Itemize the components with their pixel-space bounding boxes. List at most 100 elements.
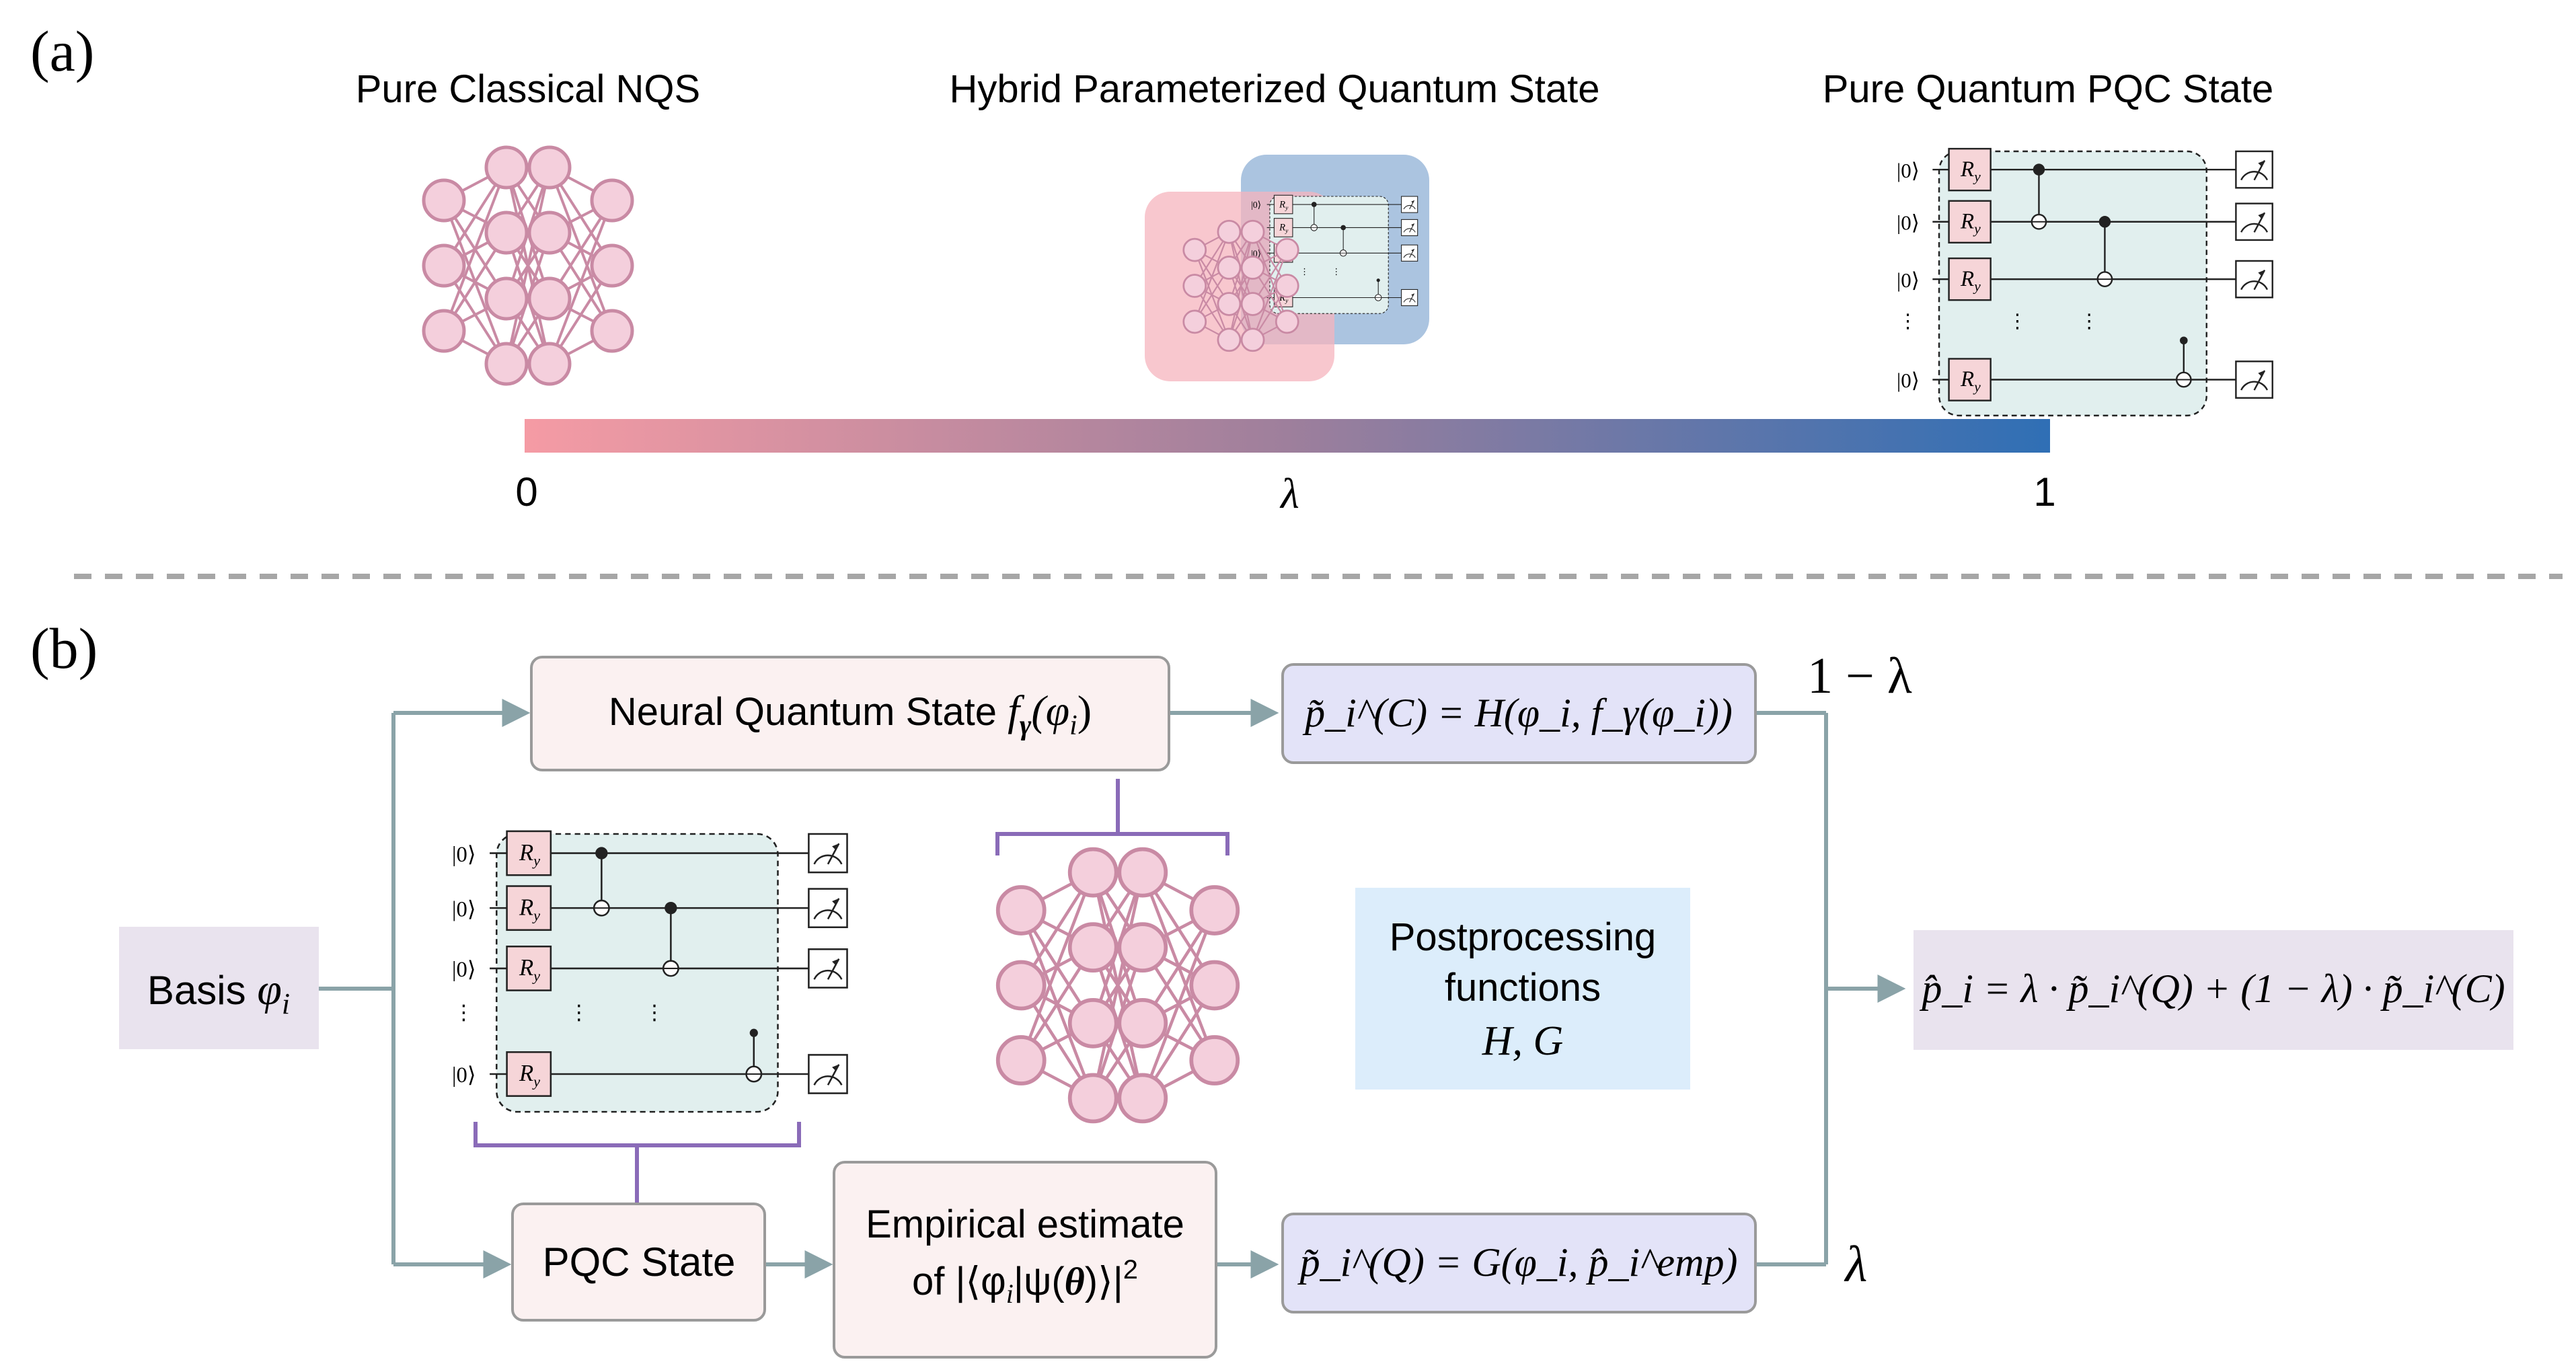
nn-node: [1217, 256, 1242, 280]
nn-node: [1189, 1035, 1240, 1085]
nn-edge: [1091, 872, 1145, 1099]
nn-edge: [1141, 909, 1216, 1099]
vdots: ⋮: [453, 1001, 474, 1024]
nn-node: [995, 960, 1047, 1011]
control-dot: [2179, 336, 2188, 345]
ket-zero-label: |0⟩: [1897, 369, 1920, 392]
svg-text:Basis φi: Basis φi: [147, 965, 290, 1020]
ry-gate: [506, 885, 552, 931]
nn-node: [1217, 328, 1242, 352]
scale-lambda-label: λ: [1279, 469, 1299, 517]
measure-icon: [2235, 260, 2273, 299]
classical-probability-node: p̃_i^(C) = H(φ_i, f_γ(φ_i)): [1281, 663, 1757, 764]
pqc-bracket: [473, 1122, 801, 1204]
nqs-label: Neural Quantum State: [609, 690, 1008, 734]
nn-node: [1240, 292, 1265, 316]
vdots: ⋮: [1300, 267, 1309, 277]
ry-gate-label: Ry: [1279, 293, 1289, 305]
control-dot: [1311, 202, 1317, 207]
ry-gate-label: Ry: [1279, 223, 1289, 235]
control-dot: [1376, 278, 1380, 282]
ket-zero-label: |0⟩: [452, 1063, 476, 1088]
nn-node: [1217, 292, 1242, 316]
control-dot: [2098, 216, 2111, 228]
nn-edge: [443, 167, 508, 332]
scale-max-label: 1: [2033, 469, 2055, 514]
result-probability-equation: p̂_i = λ · p̃_i^(Q) + (1 − λ) · p̃_i^(C): [1919, 966, 2505, 1011]
title-pure-quantum-pqc: Pure Quantum PQC State: [1823, 67, 2274, 111]
pqc-state-node: PQC State: [511, 1203, 766, 1322]
nn-node: [1240, 219, 1265, 244]
title-hybrid-pqs: Hybrid Parameterized Quantum State: [949, 67, 1599, 111]
nn-edge: [1020, 872, 1095, 1061]
ry-gate: [1948, 200, 1992, 244]
nn-node: [1189, 885, 1240, 936]
nn-node: [1117, 847, 1168, 898]
nn-node: [527, 342, 572, 386]
nqs-bracket: [995, 779, 1229, 855]
hybrid-mini-network-icon: [1182, 219, 1299, 352]
svg-text:Neural Quantum State fγ(φi): Neural Quantum State fγ(φi): [609, 687, 1092, 741]
nn-node: [484, 342, 529, 386]
control-dot: [1340, 225, 1347, 231]
title-pure-classical-nqs: Pure Classical NQS: [356, 67, 700, 111]
vdots: ⋮: [1332, 267, 1340, 277]
ket-zero-label: |0⟩: [1897, 268, 1920, 292]
measure-icon: [808, 888, 848, 928]
postprocessing-line2: functions: [1445, 966, 1601, 1009]
measure-icon: [808, 833, 848, 874]
postprocessing-node: Postprocessing functions H, G: [1355, 888, 1690, 1090]
quantum-probability-node: p̃_i^(Q) = G(φ_i, p̂_i^emp): [1281, 1213, 1757, 1313]
nn-node: [422, 243, 466, 288]
nn-node: [527, 211, 572, 255]
svg-text:of |⟨φi|ψ(θ)⟩|2: of |⟨φi|ψ(θ)⟩|2: [912, 1255, 1138, 1309]
ry-gate-label: Ry: [1960, 267, 1981, 295]
classical-probability-equation: p̃_i^(C) = H(φ_i, f_γ(φ_i)): [1302, 691, 1733, 735]
measure-icon: [2235, 360, 2273, 399]
nn-node: [590, 178, 634, 223]
ry-gate: [1948, 147, 1992, 192]
scale-min-label: 0: [515, 469, 537, 514]
neural-quantum-state-node: Neural Quantum State fγ(φi): [530, 656, 1170, 771]
circuit-frame: [1269, 196, 1389, 314]
nn-node: [1189, 960, 1240, 1011]
nn-node: [590, 243, 634, 288]
nn-node: [1067, 847, 1119, 898]
ry-gate-label: Ry: [1960, 209, 1981, 237]
ry-gate: [506, 946, 552, 991]
nn-node: [1182, 309, 1207, 334]
measure-icon: [2235, 202, 2273, 241]
ry-gate-label: Ry: [519, 954, 540, 984]
nn-node: [590, 309, 634, 353]
control-dot: [749, 1028, 758, 1037]
nn-node: [1275, 237, 1299, 262]
basis-label: Basis: [147, 968, 257, 1013]
ket-zero-label: |0⟩: [1897, 211, 1920, 234]
vdots: ⋮: [2080, 309, 2099, 332]
control-dot: [2033, 163, 2045, 176]
nn-node: [995, 885, 1047, 936]
empirical-line1: Empirical estimate: [866, 1203, 1184, 1246]
nn-node: [527, 276, 572, 321]
pure-quantum-circuit-icon: |0⟩Ry|0⟩Ry|0⟩Ry|0⟩Ry⋮⋮⋮: [1897, 147, 2273, 417]
nn-edge: [1252, 250, 1288, 340]
nn-node: [422, 178, 466, 223]
measure-icon: [1401, 219, 1418, 237]
control-dot: [595, 847, 608, 860]
nn-node: [1275, 309, 1299, 334]
ry-gate: [1273, 194, 1293, 215]
ry-gate-label: Ry: [519, 894, 540, 923]
nn-edge: [1228, 231, 1254, 340]
measure-icon: [808, 1054, 848, 1094]
weight-quantum-label: λ: [1844, 1236, 1868, 1293]
postprocessing-line3: H, G: [1482, 1018, 1564, 1064]
control-dot: [665, 901, 677, 915]
nn-node: [484, 145, 529, 190]
ket-zero-label: |0⟩: [1897, 159, 1920, 182]
nn-node: [1217, 219, 1242, 244]
ry-gate-label: Ry: [1960, 157, 1981, 185]
nn-node: [1117, 922, 1168, 973]
ry-gate-label: Ry: [519, 1060, 540, 1090]
vdots: ⋮: [2008, 309, 2027, 332]
